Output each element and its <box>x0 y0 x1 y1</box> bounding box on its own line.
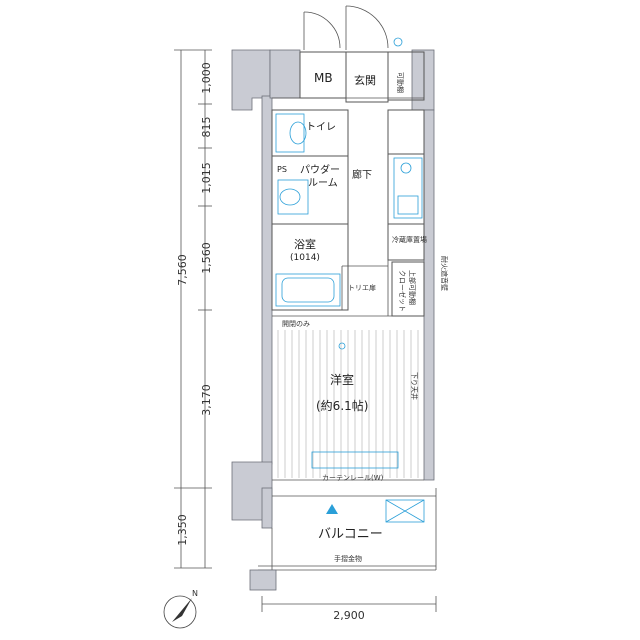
svg-text:N: N <box>192 589 198 598</box>
mb-label: MB <box>314 71 333 85</box>
main-room-label-1: 洋室 <box>330 372 354 387</box>
genkan-label: 玄関 <box>354 73 376 87</box>
walls <box>231 49 435 529</box>
powder-room-label-1: パウダー <box>300 163 340 176</box>
dim-seg-3: 1,015 <box>200 162 213 194</box>
no-grid-label: 開閉のみ <box>282 320 310 328</box>
vertical-dimensions: 7,560 1,000 815 1,015 1,560 3,170 1,350 <box>174 49 213 569</box>
door-label: トリエ扉 <box>348 283 376 292</box>
dim-seg-6: 1,350 <box>176 514 189 546</box>
dim-seg-5: 3,170 <box>200 384 213 416</box>
north-arrow-icon: N <box>163 589 198 629</box>
horizontal-dimension: 2,900 <box>261 596 437 622</box>
floor-lines <box>277 330 419 478</box>
partitions <box>271 51 425 317</box>
dim-total: 7,560 <box>176 254 189 286</box>
shoes-closet-label: 可動棚 <box>396 72 405 93</box>
toilet-label: トイレ <box>306 122 336 133</box>
upper-shelf-label: 上部可動棚 <box>408 270 417 305</box>
entry-marker-icon <box>326 504 338 514</box>
fire-wall-label: 耐火遮音壁 <box>440 256 449 291</box>
ps-label: PS <box>277 165 287 174</box>
bath-label-2: (1014) <box>290 253 320 263</box>
entry-doors <box>303 5 389 50</box>
fridge-label: 冷蔵庫置場 <box>392 235 427 244</box>
handrail-label: 手摺金物 <box>334 554 362 563</box>
fixtures <box>275 37 425 523</box>
dim-width: 2,900 <box>333 609 365 622</box>
corridor-label: 廊下 <box>352 168 372 181</box>
hanging-ceiling-label: 下り天井 <box>410 372 419 400</box>
balcony <box>249 488 437 591</box>
curtain-rail-label: カーテンレール(W) <box>322 474 384 482</box>
main-room-label-2: (約6.1帖) <box>316 398 368 413</box>
dim-seg-4: 1,560 <box>200 242 213 274</box>
bath-label-1: 浴室 <box>294 237 316 251</box>
powder-room-label-2: ルーム <box>308 177 338 189</box>
closet-label: クローゼット <box>398 270 407 312</box>
dim-seg-2: 815 <box>200 117 213 138</box>
dim-seg-1: 1,000 <box>200 62 213 94</box>
balcony-label: バルコニー <box>318 527 383 542</box>
